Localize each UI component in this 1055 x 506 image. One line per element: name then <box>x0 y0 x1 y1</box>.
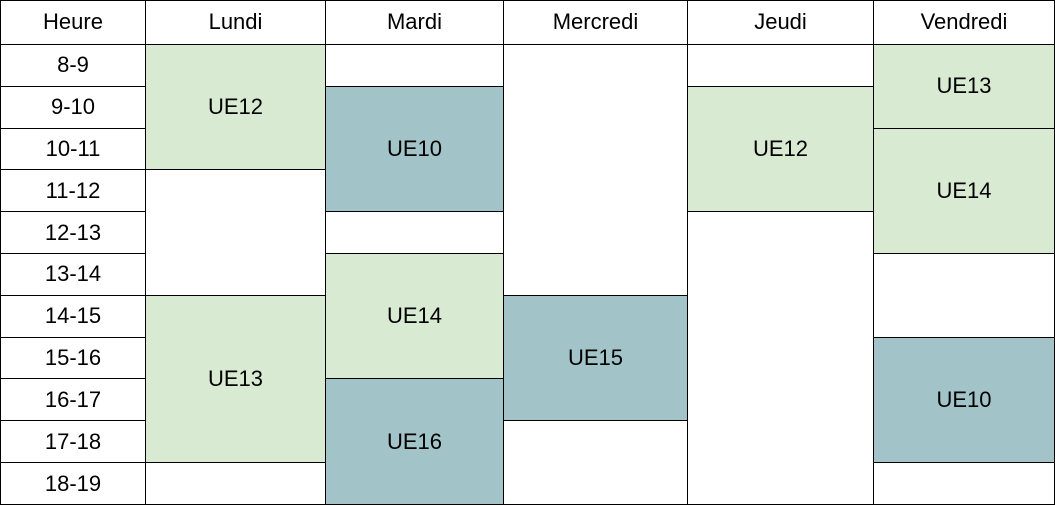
hour-cell: 18-19 <box>0 462 146 505</box>
table-row: 9-10 UE10 UE12 <box>0 85 1055 213</box>
course-block-tuesday-ue16: UE16 <box>325 378 504 505</box>
hour-cell: 10-11 <box>0 127 146 171</box>
table-row: 14-15 UE13 UE15 <box>0 294 1055 464</box>
empty-cell <box>687 211 874 505</box>
hour-cell: 15-16 <box>0 336 146 380</box>
hour-cell: 12-13 <box>0 211 146 254</box>
header-tuesday: Mardi <box>325 0 504 45</box>
hour-cell: 9-10 <box>0 85 146 129</box>
table-row: 16-17 UE16 <box>0 378 1055 505</box>
empty-cell <box>873 253 1055 338</box>
course-block-monday-ue13: UE13 <box>145 294 326 464</box>
table-row: 8-9 UE12 UE13 <box>0 43 1055 296</box>
empty-cell <box>503 420 688 505</box>
empty-cell <box>687 43 874 87</box>
course-block-friday-ue10: UE10 <box>873 336 1055 464</box>
table-row: 10-11 UE14 <box>0 127 1055 255</box>
hour-cell: 16-17 <box>0 378 146 422</box>
empty-cell <box>325 211 504 254</box>
header-thursday: Jeudi <box>687 0 874 45</box>
course-block-friday-ue14: UE14 <box>873 127 1055 255</box>
empty-cell <box>503 43 688 296</box>
hour-cell: 11-12 <box>0 169 146 213</box>
header-hour: Heure <box>0 0 146 45</box>
table-row: 15-16 UE10 <box>0 336 1055 464</box>
course-block-thursday-ue12: UE12 <box>687 85 874 213</box>
header-monday: Lundi <box>145 0 326 45</box>
header-friday: Vendredi <box>873 0 1055 45</box>
empty-cell <box>873 462 1055 505</box>
table-row: 11-12 <box>0 169 1055 296</box>
table-row: 18-19 <box>0 462 1055 505</box>
table-row: 12-13 <box>0 211 1055 505</box>
header-wednesday: Mercredi <box>503 0 688 45</box>
course-block-friday-ue13: UE13 <box>873 43 1055 129</box>
course-block-wednesday-ue15: UE15 <box>503 294 688 422</box>
course-block-tuesday-ue10: UE10 <box>325 85 504 213</box>
hour-cell: 8-9 <box>0 43 146 87</box>
hour-cell: 13-14 <box>0 253 146 296</box>
hour-cell: 14-15 <box>0 294 146 338</box>
empty-cell <box>145 462 326 505</box>
table-row: 13-14 UE14 <box>0 252 1055 380</box>
course-block-monday-ue12: UE12 <box>145 43 326 171</box>
course-block-tuesday-ue14: UE14 <box>325 252 504 380</box>
hour-cell: 17-18 <box>0 420 146 464</box>
header-row: Heure Lundi Mardi Mercredi Jeudi Vendred… <box>0 0 1055 45</box>
table-row: 17-18 <box>0 420 1055 505</box>
empty-cell <box>145 169 326 296</box>
empty-cell <box>325 43 504 87</box>
